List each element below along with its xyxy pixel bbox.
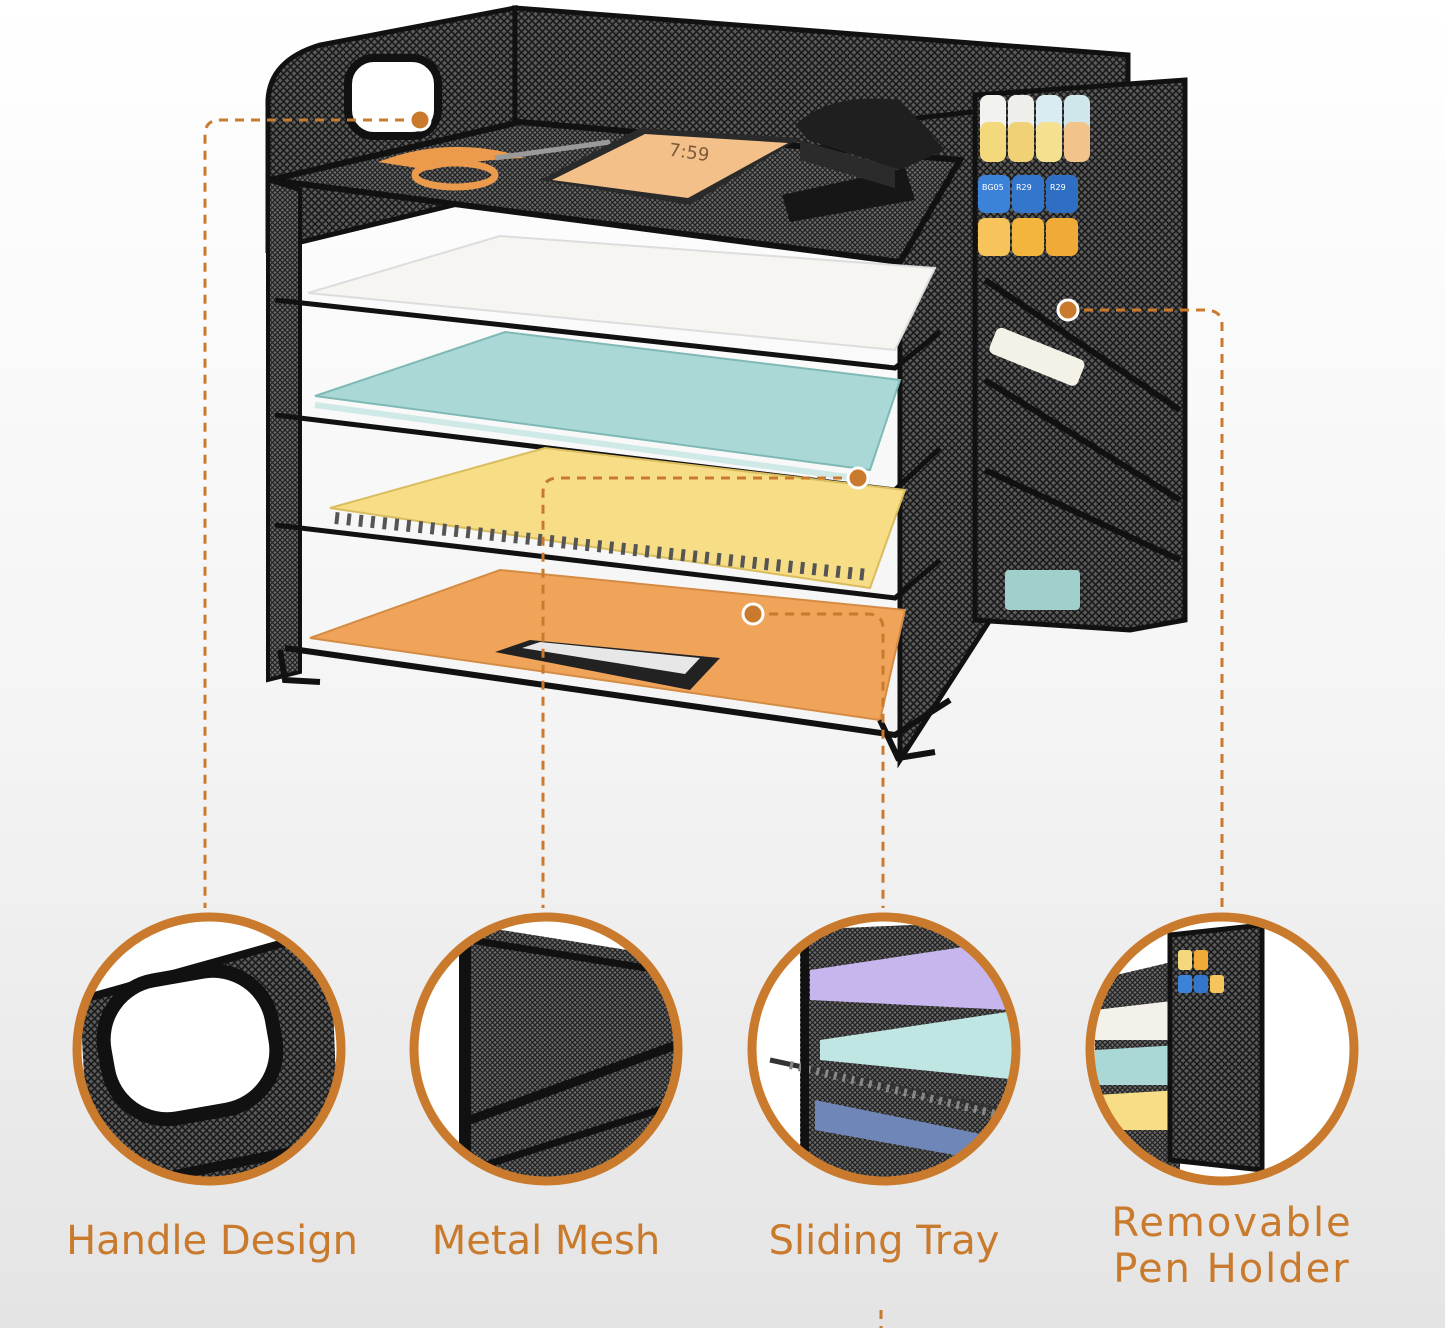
desk-organizer: BG05 R29 R29 7:59 bbox=[265, 4, 1188, 769]
feature-label-sliding-tray: Sliding Tray bbox=[734, 1218, 1034, 1264]
smartphone: 7:59 bbox=[540, 128, 800, 205]
feature-label-line: Pen Holder bbox=[1113, 1246, 1351, 1292]
feature-label-metal-mesh: Metal Mesh bbox=[396, 1218, 696, 1264]
callout-handle bbox=[203, 118, 420, 908]
handle-detail-icon bbox=[72, 912, 346, 1186]
callout-mesh bbox=[541, 476, 858, 908]
feature-label-removable-pen-holder: Removable Pen Holder bbox=[1082, 1200, 1382, 1292]
sliding-tray-detail-icon bbox=[747, 912, 1021, 1186]
feature-label-line: Handle Design bbox=[66, 1218, 358, 1264]
marker-label-3: R29 bbox=[1050, 183, 1066, 192]
callout-lines bbox=[203, 118, 1224, 1328]
stapler bbox=[782, 98, 945, 222]
callout-dots bbox=[408, 108, 1080, 626]
callout-tray bbox=[753, 612, 885, 908]
tray-blue-paper bbox=[274, 330, 942, 493]
tray-orange-folder bbox=[277, 568, 952, 762]
pen-holder: BG05 R29 R29 bbox=[972, 77, 1188, 633]
top-tray: 7:59 bbox=[269, 98, 965, 266]
feature-label-line: Sliding Tray bbox=[768, 1218, 1000, 1264]
feature-label-handle-design: Handle Design bbox=[62, 1218, 362, 1264]
tray-white-paper bbox=[274, 234, 942, 371]
left-frame bbox=[266, 177, 302, 683]
mesh-detail-icon bbox=[409, 912, 683, 1186]
tray-yellow-notebook bbox=[274, 446, 942, 601]
markers: BG05 R29 R29 bbox=[978, 95, 1090, 256]
pen-holder-detail-icon bbox=[1085, 912, 1359, 1186]
feature-label-line: Removable bbox=[1111, 1200, 1353, 1246]
callout-pen bbox=[1068, 308, 1224, 908]
marker-label-2: R29 bbox=[1016, 183, 1032, 192]
feature-label-line: Metal Mesh bbox=[431, 1218, 661, 1264]
marker-label-1: BG05 bbox=[982, 183, 1004, 192]
scissors bbox=[378, 139, 611, 191]
